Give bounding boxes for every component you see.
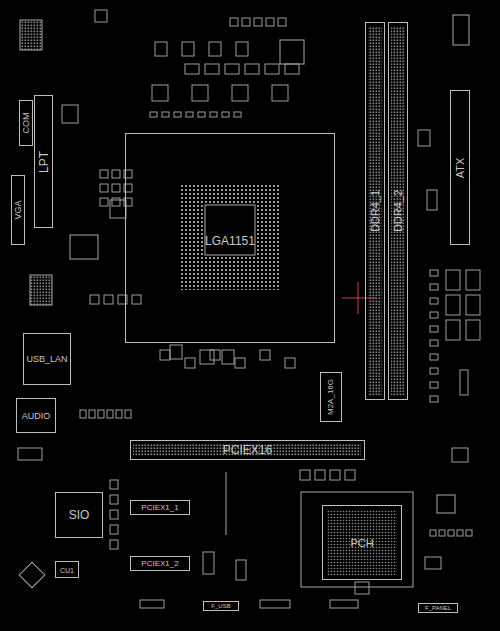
part-label: VGA: [14, 200, 23, 219]
m2-connector: M2A_16G: [320, 372, 342, 422]
part-label: AUDIO: [22, 411, 51, 420]
com-header: COM: [19, 100, 33, 146]
part-label: PCIEX16: [223, 444, 272, 456]
vga-connector: VGA: [11, 175, 25, 245]
part-label: CU1: [60, 566, 74, 573]
part-label: ATX: [455, 157, 466, 178]
atx-power-connector: ATX: [450, 90, 470, 245]
part-label: PCIEX1_1: [141, 504, 178, 512]
part-label: PCIEX1_2: [141, 560, 178, 568]
dimm-slot: DDR4_2: [388, 22, 408, 400]
part-label: COM: [22, 113, 31, 134]
part-label: DDR4_1: [370, 190, 381, 232]
usb-lan-connector: USB_LAN: [23, 333, 71, 385]
dimm-slot: DDR4_1: [365, 22, 385, 400]
pcie-slot: PCIEX1_1: [130, 500, 190, 515]
part-label: F_PANEL: [425, 605, 451, 611]
lpt-header: LPT: [34, 95, 53, 228]
part-label: LGA1151: [205, 235, 255, 247]
part-label: USB_LAN: [26, 355, 67, 364]
front-panel-header: F_PANEL: [418, 603, 458, 613]
pch-chip: PCH: [322, 505, 402, 580]
pcie-slot: PCIEX1_2: [130, 556, 190, 571]
part-label: DDR4_2: [393, 190, 404, 232]
front-usb-header: F_USB: [203, 601, 239, 611]
part-label: PCH: [350, 537, 373, 548]
part-label: F_USB: [211, 603, 230, 609]
chip-label: CU1: [55, 561, 79, 578]
cpu-socket: LGA1151: [125, 133, 335, 343]
pcie-slot: PCIEX16: [130, 440, 365, 460]
part-label: M2A_16G: [327, 379, 335, 415]
super-io-chip: SIO: [55, 492, 103, 538]
part-label: LPT: [38, 150, 50, 172]
audio-connector: AUDIO: [16, 398, 56, 433]
part-label: SIO: [69, 509, 90, 521]
